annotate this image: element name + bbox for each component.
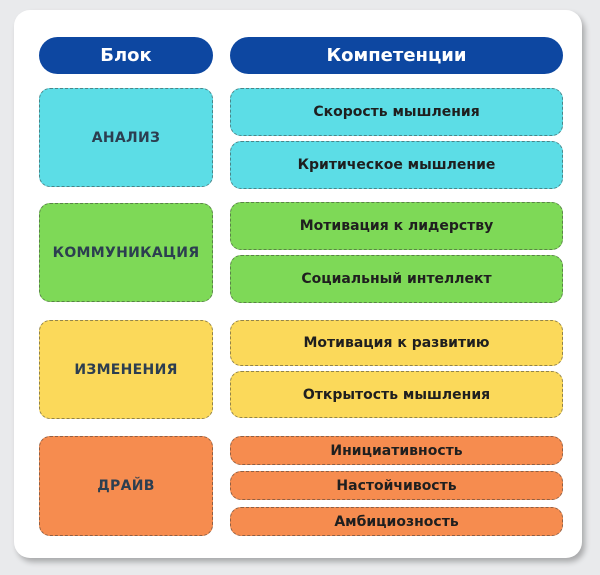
- block-drive: ДРАЙВ: [39, 436, 213, 536]
- competency-development-motivation: Мотивация к развитию: [230, 320, 563, 366]
- header-block: Блок: [39, 37, 213, 74]
- competency-persistence: Настойчивость: [230, 471, 563, 500]
- competency-social-intelligence: Социальный интеллект: [230, 255, 563, 303]
- competency-critical-thinking: Критическое мышление: [230, 141, 563, 189]
- competency-leadership-motivation: Мотивация к лидерству: [230, 202, 563, 250]
- competency-open-mindedness: Открытость мышления: [230, 371, 563, 418]
- block-analysis: АНАЛИЗ: [39, 88, 213, 187]
- competency-initiative: Инициативность: [230, 436, 563, 465]
- block-changes: ИЗМЕНЕНИЯ: [39, 320, 213, 419]
- competency-ambition: Амбициозность: [230, 507, 563, 536]
- header-competencies: Компетенции: [230, 37, 563, 74]
- competency-thinking-speed: Скорость мышления: [230, 88, 563, 136]
- block-communication: КОММУНИКАЦИЯ: [39, 203, 213, 302]
